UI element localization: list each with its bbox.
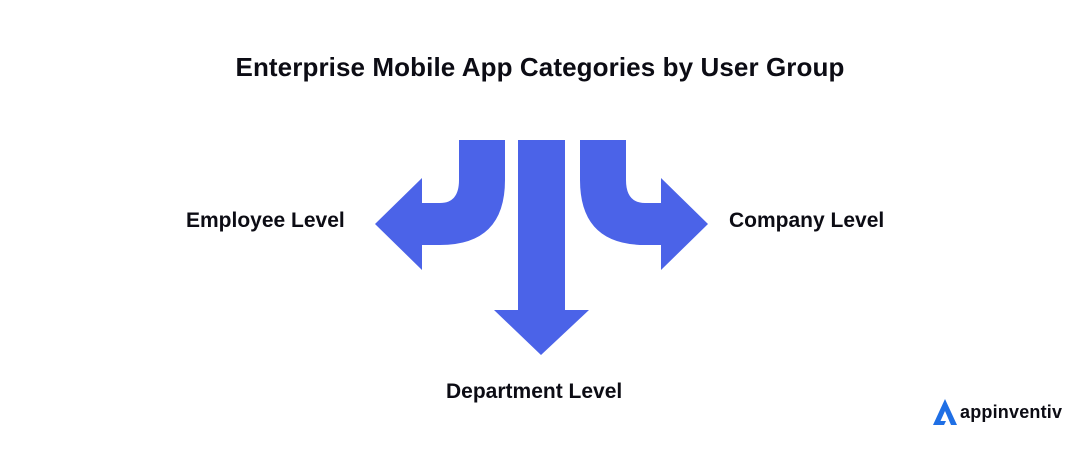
arrow-down bbox=[494, 140, 589, 355]
company-level-label: Company Level bbox=[729, 209, 885, 232]
arrow-right bbox=[580, 140, 708, 270]
logo-text: appinventiv bbox=[960, 401, 1063, 422]
appinventiv-logo: appinventiv bbox=[932, 398, 1062, 426]
department-level-label: Department Level bbox=[446, 380, 623, 403]
arrow-left bbox=[375, 140, 505, 270]
employee-level-label: Employee Level bbox=[186, 209, 345, 232]
page-title: Enterprise Mobile App Categories by User… bbox=[235, 52, 845, 82]
appinventiv-logo-icon bbox=[933, 399, 957, 425]
